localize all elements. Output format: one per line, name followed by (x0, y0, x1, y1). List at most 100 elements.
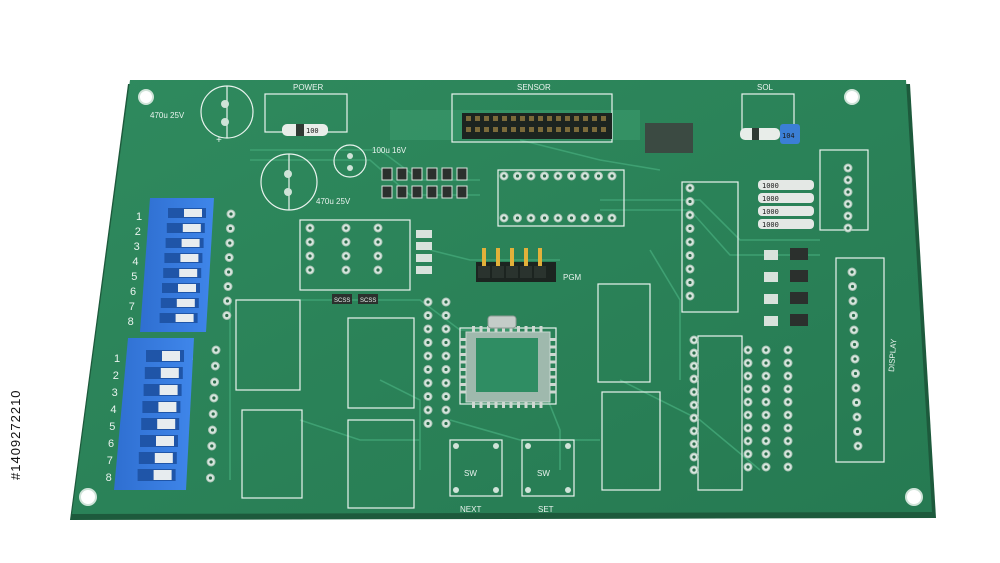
pushbutton-pads (453, 443, 571, 493)
header-pin (538, 116, 543, 121)
pad-hole (308, 240, 312, 244)
dip-switch-bottom (114, 338, 194, 490)
pad-hole (426, 408, 430, 412)
pad-hole (209, 460, 213, 464)
sw-left-label: SW (464, 469, 477, 478)
smd-resistor (416, 230, 432, 238)
sw-right-label: SW (537, 469, 550, 478)
sol-label: SOL (757, 83, 774, 92)
pad-hole (344, 268, 348, 272)
pad-hole (853, 357, 857, 361)
header-pin (484, 127, 489, 132)
pad-hole (764, 413, 768, 417)
pad-hole (746, 387, 750, 391)
sensor-label: SENSOR (517, 83, 551, 92)
header-pin (574, 116, 579, 121)
pad-hole (426, 300, 430, 304)
header-pin (511, 127, 516, 132)
dip-number: 5 (131, 271, 137, 283)
dip-number: 5 (109, 421, 115, 433)
pad-hole (569, 216, 574, 220)
header-pin (529, 116, 534, 121)
pad-hole (213, 380, 217, 384)
pad-hole (344, 254, 348, 258)
sol-diode (740, 128, 780, 140)
pad-hole (556, 216, 560, 220)
pad-hole (227, 255, 231, 260)
pad-hole (308, 268, 312, 272)
dip-number: 3 (112, 387, 118, 399)
chip-pin (460, 353, 466, 356)
smd-part (411, 185, 423, 199)
header-pin (565, 116, 570, 121)
chip-pin (494, 326, 498, 332)
pad-hole (692, 390, 696, 394)
pad-hole (610, 174, 614, 178)
dip-lever (179, 269, 198, 277)
pad-hole (688, 280, 692, 285)
pad-hole (692, 468, 696, 472)
header-pin (574, 127, 579, 132)
header-pin (475, 127, 480, 132)
pad-hole (228, 226, 232, 231)
pad-hole (444, 354, 448, 358)
pad-hole (856, 444, 860, 448)
through-hole-pads (205, 163, 863, 483)
header-pin (493, 127, 498, 132)
pad-hole (376, 226, 380, 230)
pad-hole (444, 408, 448, 412)
pad-hole (851, 313, 856, 318)
chip-pin (550, 338, 556, 341)
dip-number: 1 (114, 353, 120, 365)
pgm-pin (510, 248, 514, 268)
blue-capacitor: 104 (780, 124, 800, 144)
chip-pin (550, 353, 556, 356)
pad-hole (515, 174, 520, 178)
pad-hole (746, 348, 750, 352)
header-pin (547, 127, 552, 132)
dip-lever (180, 254, 199, 262)
resistor-label: 1000 (762, 195, 779, 203)
chip-pin (487, 402, 490, 408)
header-pin (556, 127, 561, 132)
resistor (758, 219, 814, 229)
pad-hole (692, 416, 696, 420)
header-pin (520, 127, 525, 132)
pad-hole (426, 340, 430, 345)
pgm-header (476, 248, 556, 282)
pad-hole (376, 254, 380, 258)
pad-hole (376, 240, 380, 244)
pad-hole (692, 429, 696, 433)
pad-hole (764, 439, 768, 443)
pad-hole (846, 190, 850, 194)
pad-hole (426, 327, 430, 331)
pad-hole (853, 371, 858, 376)
pad-hole (444, 313, 448, 318)
resistor (758, 206, 814, 216)
pad-hole (502, 174, 506, 178)
header-pin (502, 127, 507, 132)
chip-pin (472, 326, 475, 332)
chip-pin (460, 360, 466, 364)
smd-part (456, 185, 468, 199)
pad-hole (502, 216, 506, 220)
pgm-pin-base (534, 266, 546, 278)
dip-number: 6 (108, 438, 114, 450)
header-pin (475, 116, 480, 121)
smd-part (381, 185, 393, 199)
resistor-label: 1000 (762, 208, 779, 216)
pad-hole (596, 216, 601, 220)
pad-hole (692, 351, 696, 355)
pad-hole (786, 413, 790, 417)
header-pin (601, 127, 606, 132)
pad-hole (529, 174, 533, 178)
chip-pin (487, 326, 490, 332)
pad-hole (688, 267, 692, 271)
pad-hole (764, 400, 768, 404)
pad-hole (692, 338, 696, 342)
dip-number: 7 (129, 301, 135, 313)
chip-pin (509, 326, 513, 332)
resistor-label: 1000 (762, 182, 779, 190)
